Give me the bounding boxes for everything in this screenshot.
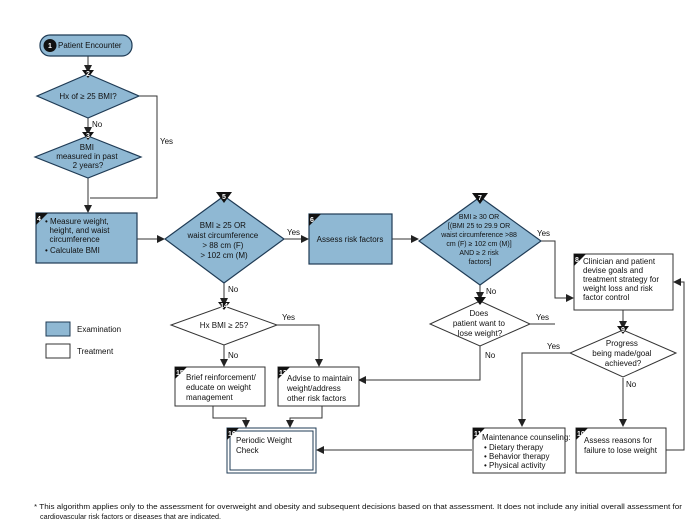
node-number: 13: [279, 370, 287, 377]
node-7-bmi-risk-decision: 7 BMI ≥ 30 OR [(BMI 25 to 29.9 OR waist …: [417, 193, 543, 286]
footnote-line-2: cardiovascular risk factors or diseases …: [40, 512, 221, 521]
edge-2-yes-merge: [90, 95, 158, 199]
connectors: [84, 56, 685, 454]
node-label: Hx BMI ≥ 25?: [200, 321, 249, 330]
node-number: 15: [176, 370, 184, 377]
node-number: 6: [310, 217, 314, 224]
node-number: 4: [37, 216, 41, 223]
node-label: BMI ≥ 25 OR waist circumference > 88 cm …: [187, 221, 261, 260]
node-number: 3: [86, 133, 90, 140]
node-label: Advise to maintain weight/address other …: [286, 374, 355, 403]
node-4-measure-weight: 4 • Measure weight, height, and waist ci…: [0, 0, 138, 264]
node-number: 16: [228, 431, 236, 438]
edge-9-11-yes: [518, 352, 570, 427]
edge-label-9-yes: Yes: [547, 342, 560, 351]
node-label: Brief reinforcement/ educate on weight m…: [186, 373, 258, 402]
node-2-history-bmi-decision: 2 Hx of ≥ 25 BMI?: [35, 70, 141, 119]
edge-label-2-yes: Yes: [160, 137, 173, 146]
node-14-history-bmi-decision: 14 Hx BMI ≥ 25?: [169, 302, 279, 346]
node-label: BMI measured in past 2 years?: [56, 143, 120, 170]
node-label: Maintenance counseling: • Dietary therap…: [482, 433, 573, 470]
node-number: 11: [474, 431, 482, 438]
node-1-patient-encounter: 1 Patient Encounter: [39, 34, 133, 57]
edge-14-13-yes: [277, 324, 323, 367]
edge-label-14-yes: Yes: [282, 313, 295, 322]
legend-swatch-treatment: [45, 343, 71, 359]
edge-7-8-yes: [540, 240, 574, 302]
node-label: Assess risk factors: [317, 235, 384, 244]
edge-label-14-no: No: [228, 351, 239, 360]
node-16-periodic-weight-check: 16 Periodic Weight Check: [226, 427, 317, 474]
node-number: 5: [222, 194, 226, 201]
node-7b-want-to-lose-weight-decision: Does patient want to lose weight?: [428, 297, 532, 347]
node-label: Does patient want to lose weight?: [453, 309, 507, 338]
edge-label-2-no: No: [92, 120, 103, 129]
edge-label-7-no: No: [486, 287, 497, 296]
node-label: Hx of ≥ 25 BMI?: [59, 92, 117, 101]
edge-label-5-yes: Yes: [287, 228, 300, 237]
edge-13-16: [286, 406, 323, 428]
node-number: 8: [575, 257, 579, 264]
node-13-advise-maintain-weight: 13 Advise to maintain weight/address oth…: [277, 366, 360, 407]
node-label: BMI ≥ 30 OR [(BMI 25 to 29.9 OR waist ci…: [440, 214, 519, 266]
node-15-brief-reinforcement: 15 Brief reinforcement/ educate on weigh…: [174, 366, 266, 407]
edge-label-5-no: No: [228, 285, 239, 294]
edge-7b-13-no: [358, 345, 481, 384]
node-9-progress-decision: 9 Progress being made/goal achieved?: [568, 326, 678, 378]
node-11-maintenance-counseling: 11 Maintenance counseling: • Dietary the…: [472, 427, 573, 474]
edge-label-7b-yes: Yes: [536, 313, 549, 322]
node-number: 10: [577, 431, 585, 438]
legend-label-examination: Examination: [77, 325, 121, 334]
node-8-devise-goals: 8 Clinician and patient devise goals and…: [573, 253, 674, 311]
node-label: Clinician and patient devise goals and t…: [582, 257, 661, 302]
node-label: Periodic Weight Check: [236, 436, 294, 455]
footnote: * This algorithm applies only to the ass…: [34, 502, 683, 521]
edge-label-7-yes: Yes: [537, 229, 550, 238]
node-5-bmi-waist-decision: 5 BMI ≥ 25 OR waist circumference > 88 c…: [163, 192, 286, 284]
legend-swatch-examination: [45, 321, 71, 337]
edge-labels: No Yes Yes No Yes No Yes No Yes No Yes N…: [92, 120, 637, 389]
node-3-bmi-measured-decision: 3 BMI measured in past 2 years?: [33, 132, 143, 179]
node-number: 14: [220, 303, 228, 310]
legend: Examination Treatment: [45, 321, 121, 359]
node-label: • Measure weight, height, and waist circ…: [0, 0, 125, 255]
footnote-line-1: * This algorithm applies only to the ass…: [34, 502, 683, 511]
node-label: Progress being made/goal achieved?: [592, 339, 653, 368]
node-number: 9: [621, 327, 625, 334]
node-number: 1: [48, 43, 52, 50]
node-label: Assess reasons for failure to lose weigh…: [584, 436, 658, 455]
node-10-assess-failure: 10 Assess reasons for failure to lose we…: [575, 427, 667, 474]
edge-label-9-no: No: [626, 380, 637, 389]
node-number-badge: [43, 39, 57, 52]
edge-15-16: [212, 406, 250, 428]
edge-label-7b-no: No: [485, 351, 496, 360]
node-label: Patient Encounter: [58, 41, 122, 50]
node-6-assess-risk-factors: 6 Assess risk factors: [308, 213, 393, 265]
legend-label-treatment: Treatment: [77, 347, 114, 356]
edge-10-8-loop: [666, 278, 685, 451]
node-number: 2: [86, 71, 90, 78]
node-number: 7: [478, 195, 482, 202]
